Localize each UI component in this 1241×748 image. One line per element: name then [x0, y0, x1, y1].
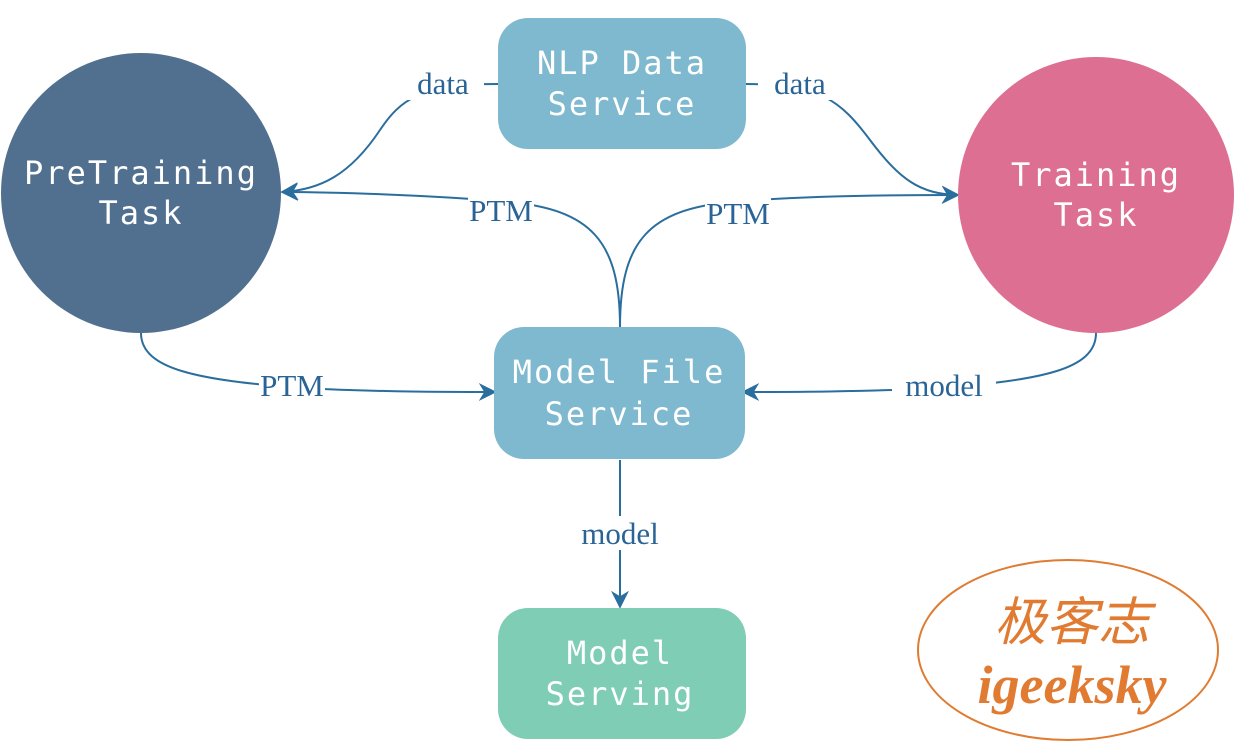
edge-label-data-right: data [774, 66, 826, 101]
watermark-ellipse [917, 559, 1219, 741]
edge-label-data-left: data [417, 66, 469, 101]
node-model-file-service: Model File Service [494, 327, 745, 459]
model-serving-box [498, 608, 746, 739]
training-task-circle [958, 57, 1234, 333]
pretraining-task-label-line2: Task [98, 194, 183, 232]
model-serving-label-line2: Serving [546, 675, 695, 713]
nlp-data-service-box [498, 18, 746, 149]
model-file-service-label-line1: Model File [513, 353, 726, 391]
edge-label-ptm-up-right: PTM [706, 196, 770, 231]
model-file-service-label-line2: Service [545, 395, 694, 433]
watermark: 极客志 igeeksky [917, 559, 1219, 741]
node-training-task: Training Task [958, 57, 1234, 333]
training-task-label-line1: Training [1011, 156, 1181, 194]
edge-ptm-to-pretraining [280, 183, 621, 328]
pretraining-task-circle [1, 53, 281, 333]
model-file-service-box [494, 327, 745, 459]
edge-ptm-to-training [619, 186, 960, 328]
nlp-data-service-label-line2: Service [548, 85, 697, 123]
watermark-chinese: 极客志 [994, 593, 1157, 653]
edge-label-model-mfs-to-serving: model [581, 516, 659, 551]
edge-label-ptm-up-left: PTM [469, 193, 533, 228]
pretraining-task-label-line1: PreTraining [24, 154, 258, 192]
edge-label-ptm-pretraining-to-mfs: PTM [260, 368, 324, 403]
node-pretraining-task: PreTraining Task [1, 53, 281, 333]
watermark-english: igeeksky [978, 655, 1168, 715]
model-serving-label-line1: Model [567, 634, 673, 672]
nlp-data-service-label-line1: NLP Data [537, 44, 707, 82]
node-model-serving: Model Serving [498, 608, 746, 739]
edge-labels: data data PTM PTM PTM model model [259, 64, 996, 551]
node-nlp-data-service: NLP Data Service [498, 18, 746, 149]
edge-label-model-training-to-mfs: model [905, 368, 983, 403]
training-task-label-line2: Task [1053, 196, 1138, 234]
